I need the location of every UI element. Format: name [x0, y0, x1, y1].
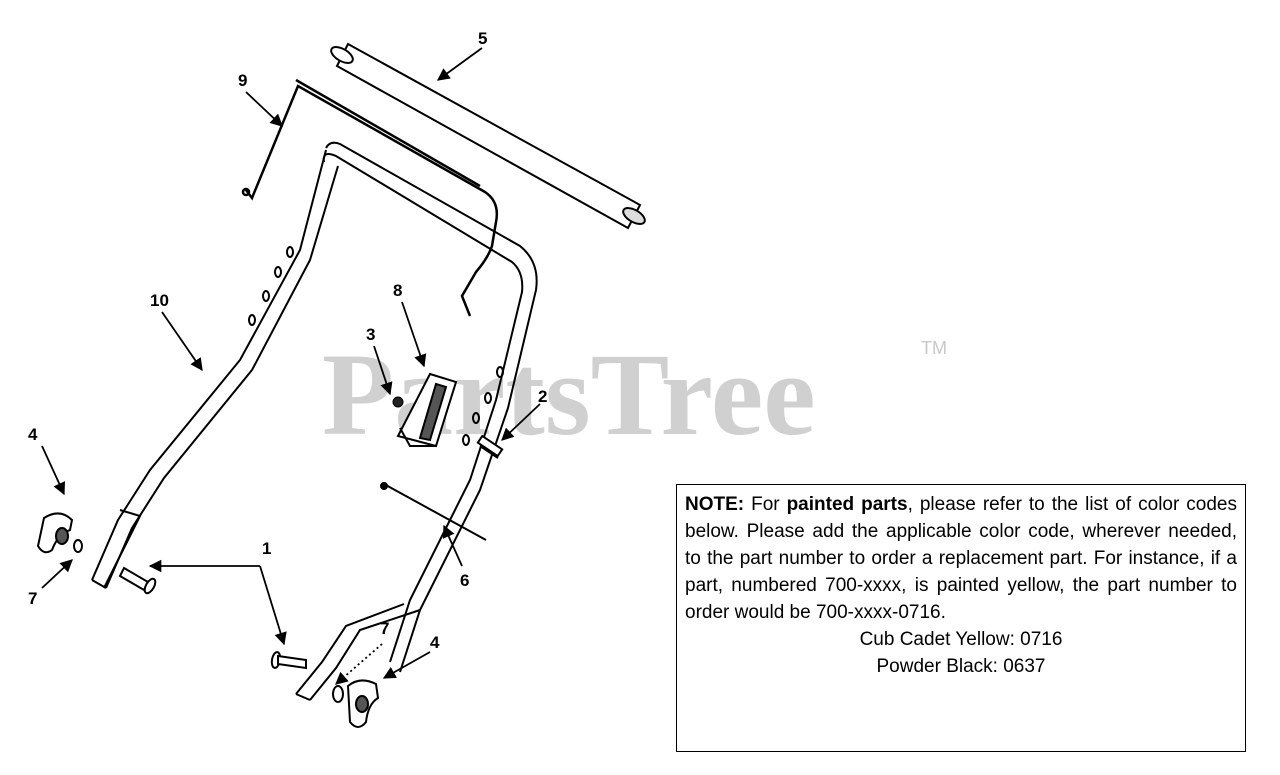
note-paragraph: NOTE: For painted parts, please refer to…: [685, 491, 1237, 626]
part-9-bail: [241, 78, 499, 317]
part-10-upper-handle: [91, 141, 538, 673]
note-label: NOTE:: [685, 494, 745, 515]
callout-8: 8: [393, 281, 402, 300]
part-2-bolt: [476, 434, 504, 459]
note-emphasis: painted parts: [786, 494, 908, 515]
callout-6: 6: [460, 571, 469, 590]
callout-3: 3: [366, 325, 375, 344]
callout-4-left: 4: [28, 425, 38, 444]
part-8-cable-guide: [396, 372, 458, 448]
leader-lines: [41, 47, 541, 685]
callout-2: 2: [538, 387, 547, 406]
part-1-bolt-right: [270, 651, 307, 670]
part-4-knob-right: [346, 679, 380, 728]
watermark: PartsTree: [322, 329, 816, 460]
callout-9: 9: [238, 71, 247, 90]
part-4-knob-left: [36, 512, 74, 554]
callout-7-left: 7: [28, 589, 37, 608]
callout-10: 10: [150, 291, 169, 310]
part-1-bolt-left: [118, 566, 157, 595]
callout-7-right: 7: [380, 619, 389, 638]
lower-handle: [295, 603, 421, 701]
part-7-washer-left: [73, 539, 83, 553]
color-code-black: Powder Black: 0637: [876, 656, 1046, 677]
painted-parts-note: NOTE: For painted parts, please refer to…: [676, 484, 1246, 752]
color-code-yellow: Cub Cadet Yellow: 0716: [859, 629, 1063, 650]
part-6-cable-tie: [380, 482, 487, 541]
note-text-2: , please refer to the list of color code…: [685, 494, 1237, 623]
watermark-trademark: TM: [921, 338, 947, 358]
callout-4-right: 4: [430, 633, 440, 652]
callout-5: 5: [478, 29, 487, 48]
part-7-washer-right: [332, 685, 344, 703]
note-text-1: For: [744, 494, 787, 515]
part-5-grip: [330, 42, 646, 230]
callout-1: 1: [262, 539, 271, 558]
part-3-nut: [392, 396, 404, 408]
